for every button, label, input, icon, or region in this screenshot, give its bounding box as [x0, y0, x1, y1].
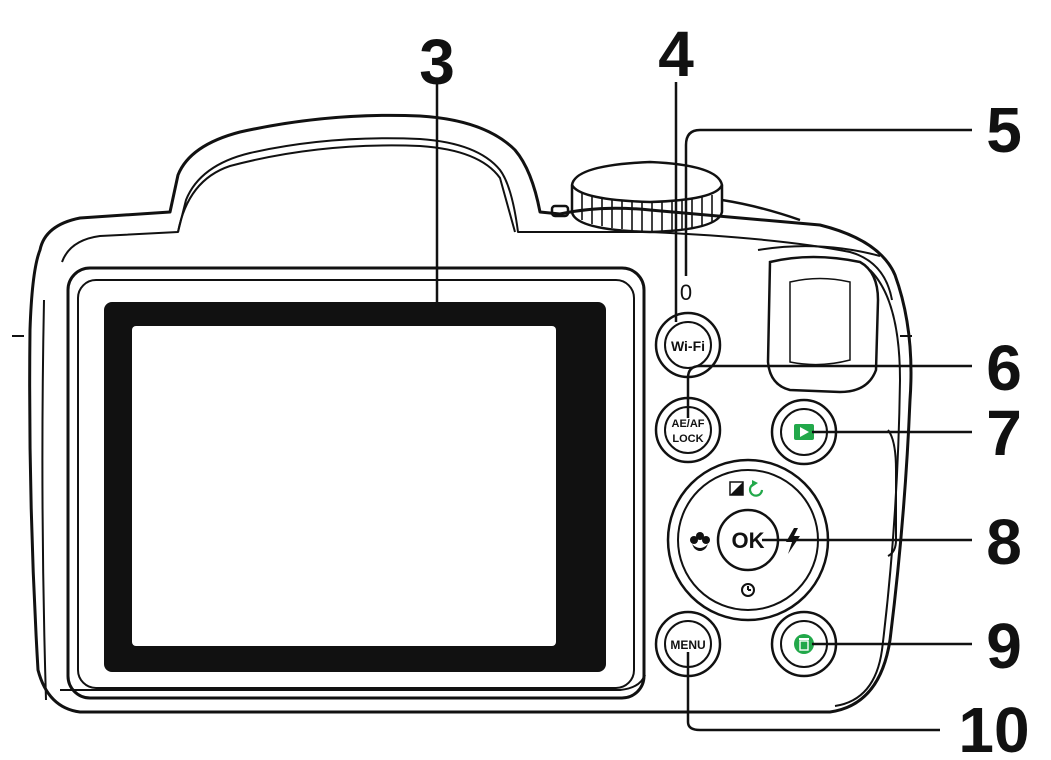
callout-lines	[435, 82, 972, 732]
leader-6	[686, 364, 972, 418]
status-led: 0	[680, 280, 692, 305]
viewfinder	[757, 245, 881, 394]
callout-3: 3	[419, 26, 455, 98]
menu-button-label: MENU	[670, 638, 705, 652]
camera-body	[12, 113, 913, 714]
mode-dial[interactable]	[550, 160, 801, 234]
playback-button[interactable]	[770, 398, 838, 466]
leader-10	[686, 652, 940, 732]
self-timer-icon	[741, 583, 755, 597]
callout-7: 7	[986, 397, 1022, 469]
trash-icon	[794, 634, 814, 654]
play-icon	[794, 424, 814, 440]
callout-4: 4	[658, 18, 694, 90]
ok-button[interactable]: OK	[716, 508, 780, 572]
ok-button-label: OK	[732, 528, 765, 553]
callout-9: 9	[986, 610, 1022, 682]
wifi-button-label: Wi-Fi	[671, 338, 705, 354]
leader-5	[684, 128, 972, 276]
lcd-screen	[66, 266, 646, 700]
wifi-button[interactable]: Wi-Fi	[654, 311, 722, 379]
ae-af-label: AE/AF	[672, 418, 705, 430]
callout-8: 8	[986, 506, 1022, 578]
exposure-rotate-icon	[729, 480, 764, 497]
lock-label: LOCK	[672, 433, 703, 445]
callout-5: 5	[986, 94, 1022, 166]
macro-flower-icon	[690, 532, 710, 551]
ae-af-lock-button[interactable]: AE/AF LOCK	[654, 396, 722, 464]
callout-6: 6	[986, 332, 1022, 404]
delete-button[interactable]	[770, 610, 838, 678]
callout-10: 10	[958, 694, 1029, 760]
